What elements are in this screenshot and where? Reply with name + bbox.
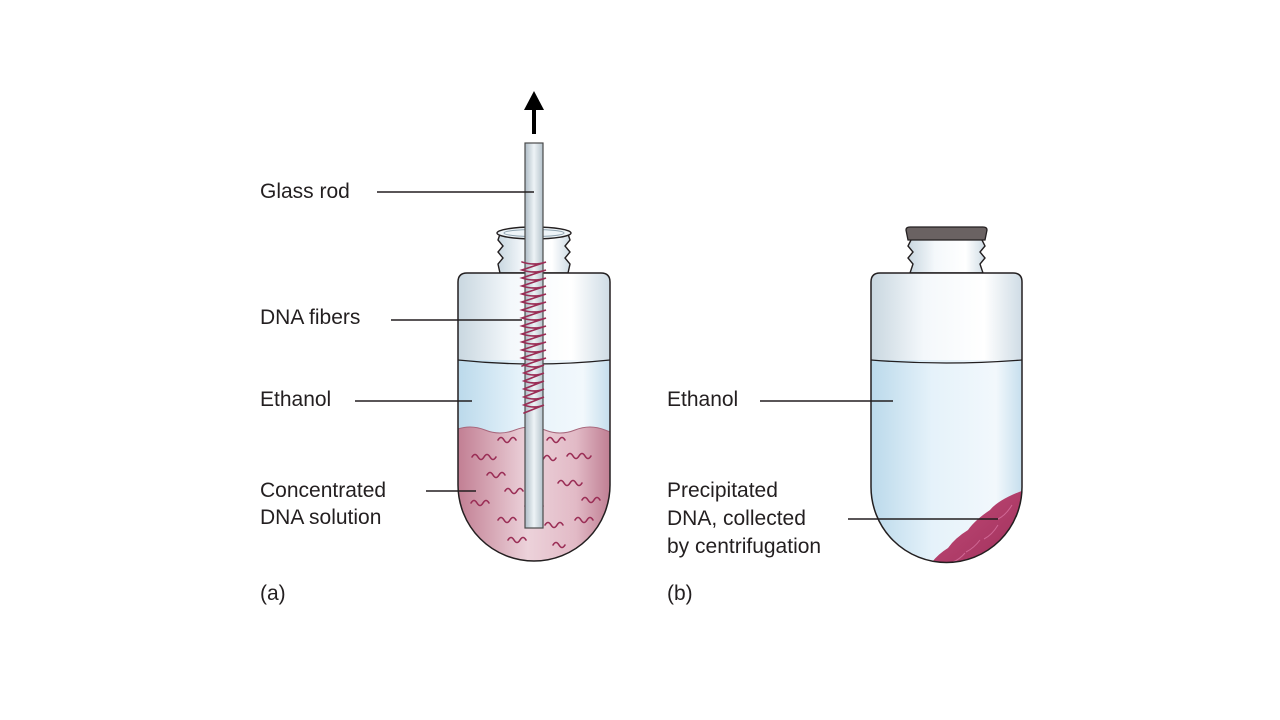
label-concentrated-2: DNA solution	[260, 506, 382, 529]
label-ethanol-b: Ethanol	[667, 388, 739, 411]
label-glass-rod: Glass rod	[260, 180, 350, 203]
tube-b	[870, 226, 1023, 564]
tube-a	[457, 91, 611, 562]
label-precipitated-2: DNA, collected	[667, 507, 806, 530]
label-ethanol-a: Ethanol	[260, 388, 332, 411]
label-concentrated-1: Concentrated	[260, 479, 387, 502]
leader-lines-b	[760, 400, 998, 520]
label-precipitated-3: by centrifugation	[667, 535, 822, 558]
dna-strands-solution	[470, 436, 601, 549]
panel-label-a: (a)	[260, 582, 286, 605]
panel-label-b: (b)	[667, 582, 693, 605]
tube-b-cap	[905, 226, 988, 241]
dna-fibers-coil	[519, 261, 547, 414]
leader-lines-a	[355, 191, 534, 492]
tube-b-body	[870, 272, 1023, 564]
ethanol-layer-b	[871, 360, 1022, 563]
label-precipitated-1: Precipitated	[667, 479, 778, 502]
label-dna-fibers: DNA fibers	[260, 306, 361, 329]
tube-b-neck	[907, 237, 986, 274]
up-arrow-icon	[524, 91, 544, 134]
